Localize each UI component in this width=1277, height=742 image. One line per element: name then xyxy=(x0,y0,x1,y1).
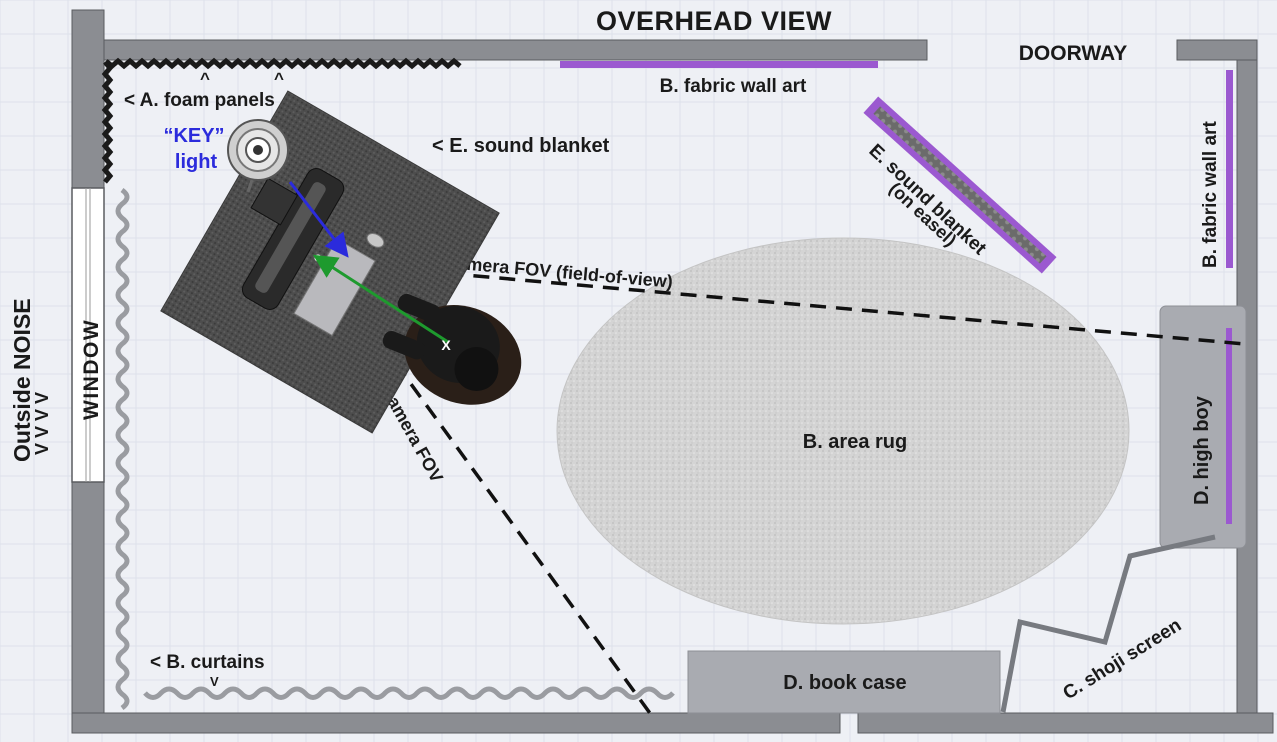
sound-blanket-easel xyxy=(863,96,1057,274)
foam-panels xyxy=(101,57,462,184)
key-light-label-1: “KEY” xyxy=(163,125,224,147)
book-case-label: D. book case xyxy=(783,672,906,694)
high-boy xyxy=(1159,305,1247,549)
key-light-arrow xyxy=(288,181,349,258)
curtains xyxy=(115,187,675,711)
book-case xyxy=(687,650,1001,714)
fabric-wall-art-top xyxy=(560,61,878,68)
monitor-stand xyxy=(250,177,299,226)
spotlight-icon xyxy=(227,119,289,193)
curtains-caret: V xyxy=(210,674,219,689)
fabric-wall-art-right xyxy=(1226,70,1233,268)
person-icon xyxy=(382,293,522,405)
camera-direction-arrow xyxy=(312,254,449,344)
page-title: OVERHEAD VIEW xyxy=(596,6,832,36)
shoji-screen xyxy=(1000,534,1216,713)
wall-bottom-right xyxy=(857,712,1274,734)
camera-fov-main-label: camera FOV (field-of-view) xyxy=(446,252,674,292)
fabric-wall-art-right-label: B. fabric wall art xyxy=(1200,121,1221,268)
window-frame xyxy=(71,187,105,483)
area-rug xyxy=(556,237,1130,625)
window-label: WINDOW xyxy=(80,319,103,420)
foam-panels-caret-2: ^ xyxy=(274,69,284,88)
wall-top-left xyxy=(102,39,928,61)
doorway-label: DOORWAY xyxy=(1019,42,1128,65)
curtains-label: < B. curtains xyxy=(150,652,265,673)
sound-blanket-label: < E. sound blanket xyxy=(432,135,610,157)
outside-noise-arrows: V V V V xyxy=(32,392,52,455)
desk-equipment xyxy=(241,168,385,337)
key-light-label-2: light xyxy=(175,151,218,173)
mouse xyxy=(366,232,385,248)
person-mark: X xyxy=(441,337,451,353)
outside-noise-label: Outside NOISE xyxy=(9,298,35,462)
area-rug-label: B. area rug xyxy=(803,431,907,453)
wall-left-upper xyxy=(71,9,105,189)
foam-panels-caret-1: ^ xyxy=(200,69,210,88)
wall-bottom-left xyxy=(71,712,841,734)
high-boy-label: D. high boy xyxy=(1191,395,1213,505)
fabric-wall-art-top-label: B. fabric wall art xyxy=(660,76,807,97)
wall-left-lower xyxy=(71,481,105,733)
foam-panels-label: < A. foam panels xyxy=(124,90,275,111)
wall-top-right xyxy=(1176,39,1258,61)
